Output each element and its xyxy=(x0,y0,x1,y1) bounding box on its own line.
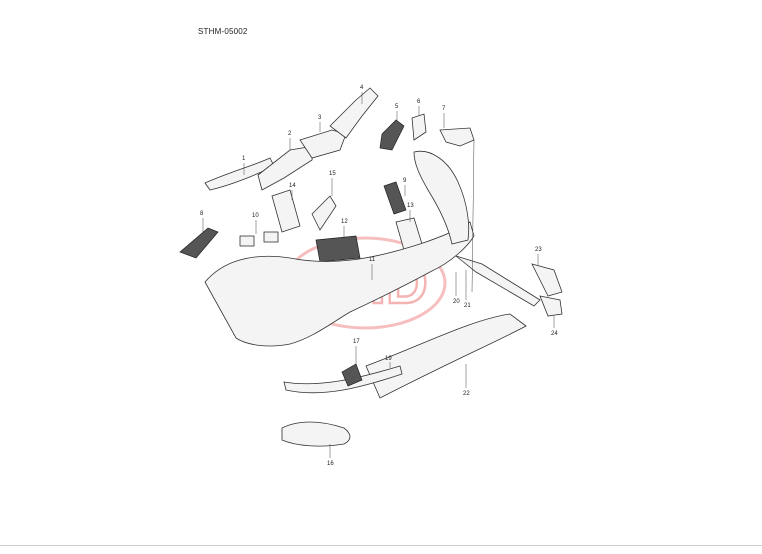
part-23-bracket xyxy=(531,263,563,297)
part-12-grille xyxy=(315,235,361,263)
part-15-bracket xyxy=(311,195,337,231)
part-14-bracket xyxy=(271,189,301,233)
callout-12: 12 xyxy=(341,219,348,225)
callout-9: 9 xyxy=(403,178,407,184)
callout-5: 5 xyxy=(395,104,399,110)
callout-1: 1 xyxy=(242,156,246,162)
part-8-bracket xyxy=(179,227,219,259)
part-2-bracket xyxy=(257,145,315,191)
callout-23: 23 xyxy=(535,247,542,253)
callout-4: 4 xyxy=(360,85,364,91)
part-19-lower-trim xyxy=(283,365,403,394)
diagram-code: STHM-05002 xyxy=(198,27,248,36)
part-22-diffuser xyxy=(365,313,527,399)
part-9-bracket xyxy=(383,181,407,215)
part-16-chrome-trim xyxy=(281,421,351,447)
leader-long xyxy=(471,139,475,293)
callout-10: 10 xyxy=(252,213,259,219)
callout-8: 8 xyxy=(200,211,204,217)
part-10-pad-b xyxy=(263,231,279,243)
callout-15: 15 xyxy=(329,171,336,177)
callout-14: 14 xyxy=(289,183,296,189)
part-24-bracket xyxy=(539,295,563,317)
part-10-pad xyxy=(239,235,255,247)
callout-6: 6 xyxy=(417,99,421,105)
bottom-divider xyxy=(0,545,762,546)
part-17-reflector xyxy=(341,363,363,387)
part-3-bracket xyxy=(299,129,347,159)
callout-11: 11 xyxy=(369,257,376,263)
callout-24: 24 xyxy=(551,331,558,337)
part-11-side-panel xyxy=(413,150,470,245)
part-20-strip xyxy=(455,255,541,307)
callout-2: 2 xyxy=(288,131,292,137)
callout-19: 19 xyxy=(385,356,392,362)
part-11-bumper-cover xyxy=(204,221,475,347)
callout-20: 20 xyxy=(453,299,460,305)
part-6-clip xyxy=(411,113,427,141)
callout-13: 13 xyxy=(407,203,414,209)
part-4-bracket xyxy=(329,87,379,139)
callout-22: 22 xyxy=(463,391,470,397)
callout-21: 21 xyxy=(464,303,471,309)
callout-16: 16 xyxy=(327,461,334,467)
callout-17: 17 xyxy=(353,339,360,345)
callout-3: 3 xyxy=(318,115,322,121)
part-5-bracket xyxy=(379,119,405,151)
part-7-clip xyxy=(439,127,475,147)
callout-7: 7 xyxy=(442,106,446,112)
